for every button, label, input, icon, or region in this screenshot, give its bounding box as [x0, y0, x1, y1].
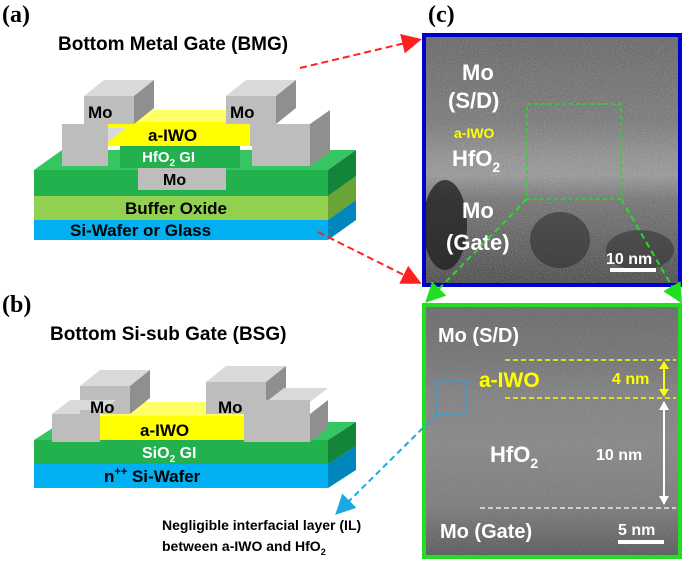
bsg-title: Bottom Si-sub Gate (BSG) [50, 324, 286, 345]
tem-bottom-gate: Mo (Gate) [440, 521, 532, 543]
tem-bottom-scale-bar [618, 540, 664, 544]
tem-top-frame [422, 33, 682, 287]
bsg-mo-right-lower [244, 400, 310, 416]
panel-label-c: (c) [428, 2, 455, 28]
bmg-buffer-side [328, 176, 356, 220]
arrow-bmg-to-tem-top [299, 33, 422, 69]
bsg-substrate-front [34, 464, 328, 488]
bsg-substrate-side [328, 446, 356, 488]
tem-top-zoom-box [526, 103, 622, 200]
bsg-iwo-label: a-IWO [140, 421, 189, 440]
tem-bottom-iwo: a-IWO [479, 369, 540, 392]
bsg-substrate-label: n++ Si-Wafer [104, 466, 201, 486]
bmg-gate-mo-label: Mo [163, 172, 186, 189]
bmg-device: Si-Wafer or Glass Buffer Oxide Mo HfO2 G… [34, 80, 356, 240]
bmg-title: Bottom Metal Gate (BMG) [58, 34, 288, 55]
tem-bottom-mo-sd: Mo (S/D) [438, 325, 519, 347]
bsg-mo-left-lower [80, 410, 100, 442]
bmg-mo-right-side [276, 80, 296, 124]
bsg-sio-front [34, 440, 328, 464]
thickness-hfo-label: 10 nm [596, 447, 642, 464]
bmg-mo-left-front [84, 96, 134, 124]
tem-bottom-hfo: HfO2 [490, 442, 538, 471]
bsg-mo-left-label: Mo [90, 398, 115, 417]
tem-top-mo-sd-1: Mo [462, 60, 494, 85]
bmg-mo-right-label: Mo [230, 103, 255, 122]
bmg-substrate-front [34, 220, 328, 240]
panel-label-b: (b) [2, 292, 31, 318]
bmg-mo-right-top [226, 80, 296, 96]
bsg-sio-label: SiO2 GI [142, 445, 196, 465]
tem-bottom-frame [422, 303, 682, 559]
bmg-buffer-label: Buffer Oxide [125, 199, 227, 218]
bmg-mo-right-lower [250, 120, 276, 146]
note-line-1: Negligible interfacial layer (IL) [162, 517, 361, 533]
bsg-mo-left-top [80, 370, 150, 386]
bmg-substrate-side [328, 200, 356, 240]
bmg-mo-left-top [84, 80, 154, 96]
bmg-iwo-label: a-IWO [148, 126, 197, 145]
bsg-mo-right-foot-side [310, 400, 328, 442]
tem-top-gate-1: Mo [462, 198, 494, 223]
tem-bottom-image: Mo (S/D) a-IWO HfO2 Mo (Gate) 4 nm 10 nm… [422, 303, 682, 559]
bsg-mo-right-foot [244, 414, 310, 442]
tem-top-scale-bar [610, 268, 656, 272]
bsg-mo-right-foot-top [266, 388, 328, 402]
bmg-mo-right-foot-side [310, 110, 330, 166]
bmg-mo-left-side [134, 80, 154, 124]
bsg-iwo-front [98, 416, 246, 440]
arrow-bmg-to-tem-bottom [317, 231, 422, 284]
panel-label-a: (a) [2, 2, 30, 28]
bmg-gi-block [120, 146, 240, 168]
bmg-mo-left-label: Mo [88, 103, 113, 122]
tem-top-iwo: a-IWO [454, 125, 495, 141]
bsg-device: n++ Si-Wafer SiO2 GI a-IWO Mo Mo [34, 366, 356, 488]
bmg-mo-left-lower [84, 120, 108, 146]
bmg-iwo-front [108, 122, 252, 146]
bmg-buffer-front [34, 196, 328, 220]
tem-top-hfo: HfO2 [452, 146, 500, 175]
arrow-zoom-left [425, 198, 528, 303]
note-line-2: between a-IWO and HfO2 [162, 538, 326, 557]
bsg-mo-left-side [130, 370, 150, 414]
arrow-interface-note [335, 413, 438, 515]
bmg-gate-mo [138, 168, 226, 190]
bmg-mo-right-front [226, 96, 276, 124]
bsg-sio-side [328, 422, 356, 464]
tem-top-image: Mo (S/D) a-IWO HfO2 Mo (Gate) 10 nm [422, 33, 682, 287]
tem-top-gate-2: (Gate) [446, 230, 510, 255]
bsg-mo-right-label: Mo [218, 398, 243, 417]
bmg-substrate-label: Si-Wafer or Glass [70, 221, 211, 240]
bmg-hfo-side [328, 150, 356, 196]
tem-bottom-scale-label: 5 nm [618, 522, 655, 539]
bsg-mo-right-top [206, 366, 286, 382]
tem-top-scale-label: 10 nm [606, 251, 652, 268]
bmg-gi-label: HfO2 GI [142, 149, 195, 169]
thickness-iwo-label: 4 nm [612, 371, 649, 388]
tem-top-mo-sd-2: (S/D) [448, 88, 499, 113]
